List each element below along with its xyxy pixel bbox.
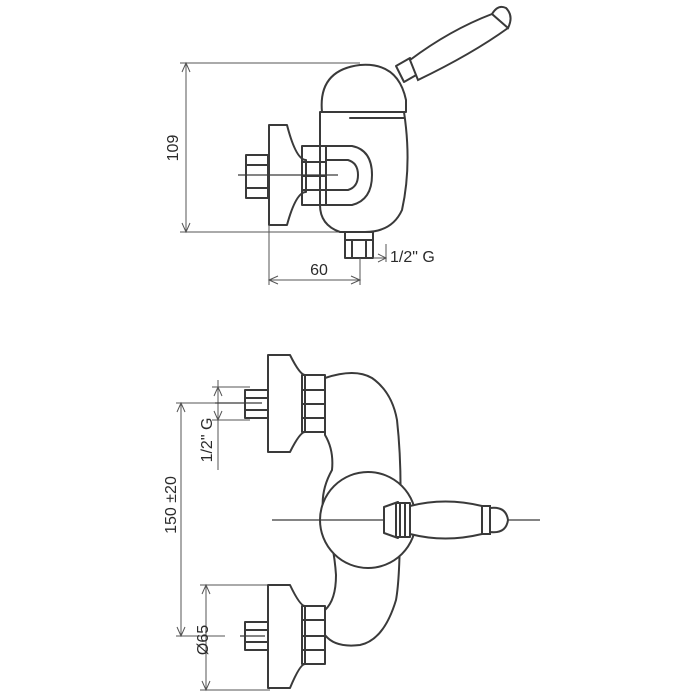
front-lever-handle (383, 500, 510, 540)
flange-diameter-label: Ø65 (195, 625, 212, 655)
center-distance-label: 150 ±20 (163, 476, 180, 534)
height-label: 109 (165, 135, 182, 162)
side-flange (268, 124, 307, 226)
inlet-thread-label: 1/2" G (199, 418, 216, 463)
side-mixer-body (319, 111, 409, 233)
height-dimension (180, 61, 360, 234)
side-nut (301, 145, 327, 206)
side-elbow (325, 145, 373, 206)
side-wall-connector (245, 154, 269, 199)
depth-dimension (267, 225, 362, 285)
depth-label: 60 (310, 262, 328, 279)
lower-inlet-assembly (244, 584, 326, 689)
inlet-thread-dimension (212, 380, 250, 470)
side-lever-handle (395, 5, 512, 83)
side-outlet (344, 231, 388, 263)
upper-inlet-assembly (244, 354, 326, 453)
side-dome-cap (320, 63, 407, 113)
side-view: 109 (165, 5, 512, 285)
flange-diameter-dimension (200, 583, 270, 692)
outlet-thread-label: 1/2" G (390, 249, 435, 266)
front-view: 150 ±20 1/2" G Ø65 (163, 354, 540, 692)
